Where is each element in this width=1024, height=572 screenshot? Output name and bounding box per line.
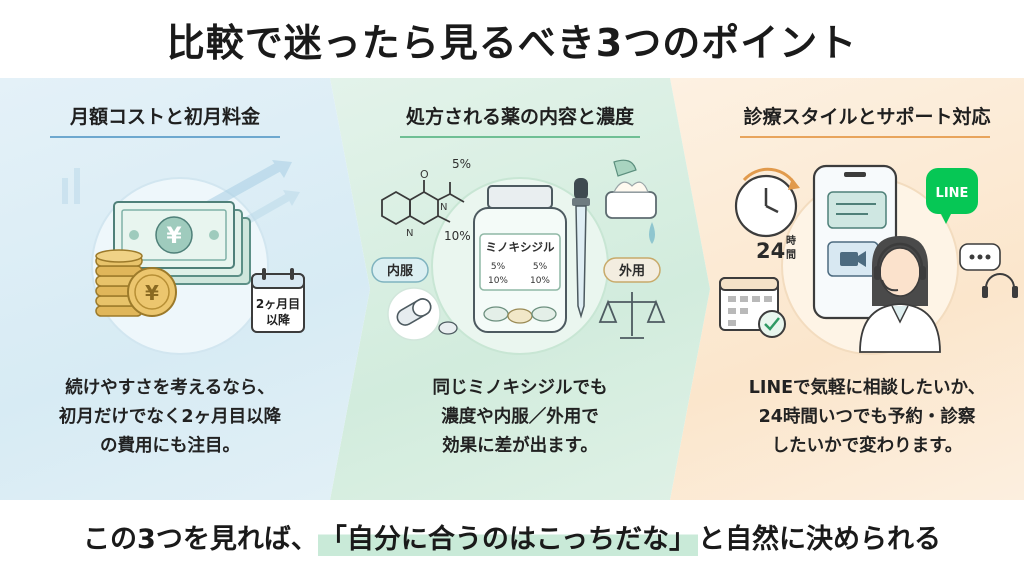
bottle-pct: 5% bbox=[533, 262, 548, 272]
calendar-icon: 2ヶ月目 以降 bbox=[251, 268, 305, 333]
description-line: したいかで変わります。 bbox=[771, 436, 963, 456]
svg-text:O: O bbox=[420, 168, 429, 181]
panel-heading: 診療スタイルとサポート対応 bbox=[743, 106, 991, 128]
calendar-line2: 以降 bbox=[266, 312, 291, 327]
description-line: の費用にも注目。 bbox=[100, 436, 240, 456]
molecule-label-top: 5% bbox=[452, 157, 471, 171]
bottom-highlight: 「自分に合うのはこっちだな」 bbox=[317, 516, 698, 556]
support-illustration: 24 時 間 bbox=[710, 156, 1024, 356]
check-calendar-icon bbox=[719, 277, 786, 338]
description-line: 効果に差が出ます。 bbox=[442, 436, 598, 456]
bottom-suffix: と自然に決められる bbox=[697, 523, 941, 555]
hours-kanji: 間 bbox=[786, 249, 796, 261]
bottle-pct: 10% bbox=[488, 276, 508, 286]
svg-text:内服: 内服 bbox=[387, 263, 414, 279]
operator-headset-icon bbox=[859, 236, 941, 353]
medicine-illustration: O N N 5% 10% ミノキシジル 5% 5% 10% 10% bbox=[370, 156, 670, 356]
points-panels: 月額コストと初月料金 ¥ bbox=[0, 78, 1024, 500]
heading-underline bbox=[740, 136, 990, 138]
panel-description: LINEで気軽に相談したいか、 24時間いつでも予約・診察 したいかで変わります… bbox=[710, 374, 1024, 461]
bottle-pct: 10% bbox=[530, 276, 550, 286]
molecule-label-bottom: 10% bbox=[444, 229, 471, 243]
balance-scale-icon bbox=[598, 292, 666, 339]
svg-text:N: N bbox=[406, 228, 413, 239]
description-line: 24時間いつでも予約・診察 bbox=[758, 407, 976, 427]
panel-description: 同じミノキシジルでも 濃度や内服／外用で 効果に差が出ます。 bbox=[370, 374, 670, 461]
description-line: 同じミノキシジルでも bbox=[432, 378, 608, 398]
coin-stack-icon: ¥ bbox=[95, 249, 177, 317]
page-title: 比較で迷ったら見るべき3つのポイント bbox=[0, 0, 1024, 78]
oral-tag: 内服 bbox=[371, 257, 429, 283]
panel-support: 診療スタイルとサポート対応 24 時 間 bbox=[670, 78, 1024, 500]
heading-underline bbox=[400, 136, 640, 138]
svg-text:外用: 外用 bbox=[618, 263, 645, 279]
description-line: 初月だけでなく2ヶ月目以降 bbox=[58, 407, 282, 427]
description-line: LINEで気軽に相談したいか、 bbox=[748, 378, 986, 398]
bottom-message: この3つを見れば、「自分に合うのはこっちだな」と自然に決められる bbox=[0, 500, 1024, 572]
clock-icon bbox=[734, 167, 800, 238]
topical-tag: 外用 bbox=[603, 257, 661, 283]
coin-symbol: ¥ bbox=[145, 281, 159, 305]
description-line: 濃度や内服／外用で bbox=[441, 407, 599, 427]
panel-heading: 月額コストと初月料金 bbox=[69, 106, 260, 128]
panel-description: 続けやすさを考えるなら、 初月だけでなく2ヶ月目以降 の費用にも注目。 bbox=[0, 374, 340, 461]
bottle-pct: 5% bbox=[491, 262, 506, 272]
chat-icon bbox=[827, 191, 887, 229]
line-badge: LINE bbox=[936, 186, 969, 201]
molecule-icon bbox=[381, 180, 465, 226]
hours-number: 24 bbox=[756, 239, 785, 263]
cream-jar-icon bbox=[605, 159, 657, 244]
bottle-label: ミノキシジル bbox=[486, 240, 555, 254]
video-icon bbox=[827, 241, 879, 277]
yen-banknote-icon: ¥ bbox=[113, 201, 251, 285]
medicine-bottle-icon: ミノキシジル 5% 5% 10% 10% bbox=[473, 185, 567, 333]
cost-illustration: ¥ ¥ bbox=[40, 156, 310, 356]
description-line: 続けやすさを考えるなら、 bbox=[65, 378, 275, 398]
panel-heading: 処方される薬の内容と濃度 bbox=[405, 106, 634, 128]
line-logo-icon: LINE bbox=[926, 168, 978, 224]
svg-text:N: N bbox=[440, 202, 447, 213]
bottom-prefix: この3つを見れば、 bbox=[83, 523, 318, 555]
panel-medicine: 処方される薬の内容と濃度 O N N 5% 10% bbox=[330, 78, 710, 500]
banknote-symbol: ¥ bbox=[166, 224, 182, 249]
heading-underline bbox=[50, 136, 280, 138]
dropper-icon bbox=[572, 178, 590, 319]
hours-kanji: 時 bbox=[786, 234, 796, 247]
capsule-icon bbox=[387, 287, 458, 341]
panel-cost: 月額コストと初月料金 ¥ bbox=[0, 78, 370, 500]
calendar-line1: 2ヶ月目 bbox=[256, 297, 300, 311]
